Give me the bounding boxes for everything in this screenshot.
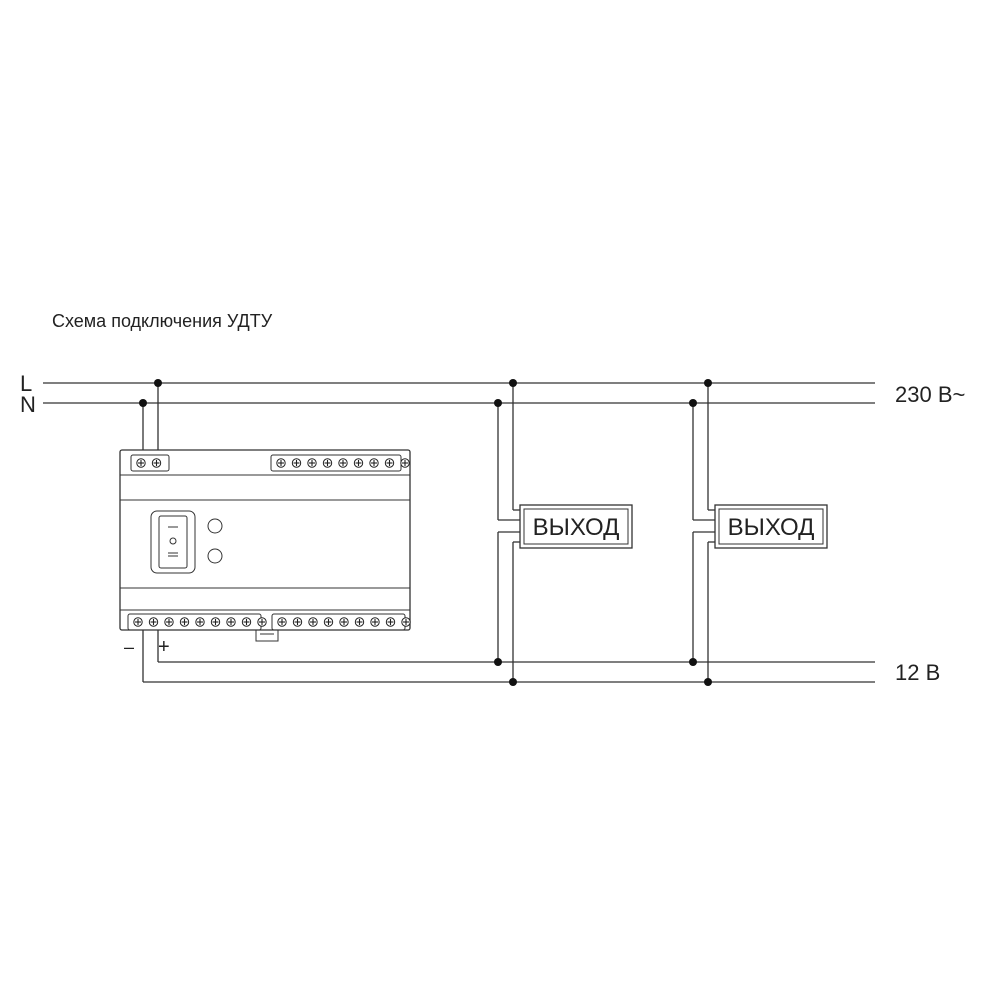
terminal-screw-top-right-icon [353, 458, 364, 468]
minus-label: – [124, 637, 134, 657]
sign-1-inner [523, 508, 629, 545]
terminal-screw-bottom-left-icon [179, 617, 190, 627]
sign-2-text: ВЫХОД [728, 514, 815, 541]
device-body [119, 449, 411, 631]
switch-center-icon [169, 537, 177, 545]
line-l-label: L [20, 371, 32, 396]
terminal-screw-top-right-icon [291, 458, 302, 468]
junction-dot-l-device [154, 379, 162, 387]
junction-dot-l-sign-2 [704, 379, 712, 387]
udtu-device [119, 449, 411, 642]
terminal-screw-bottom-right-icon [277, 617, 287, 627]
sign-1-text: ВЫХОД [533, 514, 620, 541]
terminal-screw-bottom-right-icon [354, 617, 365, 627]
terminal-screw-bottom-right-icon [401, 617, 411, 627]
junction-dot-n-sign-1 [494, 399, 502, 407]
junction-dot-plus-sign-2 [689, 658, 697, 666]
terminal-screw-top-right-icon [276, 458, 286, 468]
terminal-screw-top-right-icon [338, 458, 348, 468]
terminal-screw-top-right-icon [384, 458, 395, 468]
terminal-screw-bottom-left-icon [241, 617, 252, 627]
terminal-screw-power-icon [151, 458, 162, 468]
sign-1-frame [519, 504, 633, 549]
ac-voltage-label: 230 В~ [895, 382, 965, 407]
terminal-screw-top-right-icon [307, 458, 317, 468]
exit-sign-2: ВЫХОД [692, 383, 828, 682]
terminal-screw-bottom-left-icon [210, 617, 221, 627]
indicator-led-2 [207, 548, 223, 564]
terminal-screws [133, 458, 411, 627]
din-latch [255, 629, 279, 642]
terminal-screw-bottom-left-icon [133, 617, 143, 627]
diagram-title: Схема подключения УДТУ [52, 311, 273, 331]
indicator-led-1 [207, 518, 223, 534]
terminal-block-power [130, 454, 170, 472]
terminal-screw-bottom-left-icon [195, 617, 205, 627]
switch-inner [158, 515, 188, 569]
terminal-screw-top-right-icon [322, 458, 333, 468]
junction-dot-l-sign-1 [509, 379, 517, 387]
line-n-label: N [20, 392, 36, 417]
terminal-screw-power-icon [136, 458, 146, 468]
terminal-screw-bottom-right-icon [385, 617, 396, 627]
terminal-screw-bottom-right-icon [308, 617, 318, 627]
terminal-screw-bottom-left-icon [226, 617, 236, 627]
sign-2-frame [714, 504, 828, 549]
terminal-screw-bottom-left-icon [164, 617, 174, 627]
plus-label: + [158, 636, 170, 658]
terminal-screw-bottom-left-icon [257, 617, 267, 627]
junction-dot-minus-sign-1 [509, 678, 517, 686]
dc-voltage-label: 12 В [895, 660, 940, 685]
junction-dot-plus-sign-1 [494, 658, 502, 666]
switch-frame [150, 510, 196, 574]
terminal-screw-bottom-right-icon [370, 617, 380, 627]
terminal-screw-bottom-right-icon [339, 617, 349, 627]
terminal-screw-bottom-right-icon [323, 617, 334, 627]
terminal-screw-top-right-icon [369, 458, 379, 468]
sign-2-inner [718, 508, 824, 545]
junction-dot-n-sign-2 [689, 399, 697, 407]
terminal-screw-top-right-icon [400, 458, 410, 468]
junction-dot-n-device [139, 399, 147, 407]
terminal-screw-bottom-right-icon [292, 617, 303, 627]
terminal-screw-bottom-left-icon [148, 617, 159, 627]
junction-dot-minus-sign-2 [704, 678, 712, 686]
exit-sign-1: ВЫХОД [497, 383, 633, 682]
